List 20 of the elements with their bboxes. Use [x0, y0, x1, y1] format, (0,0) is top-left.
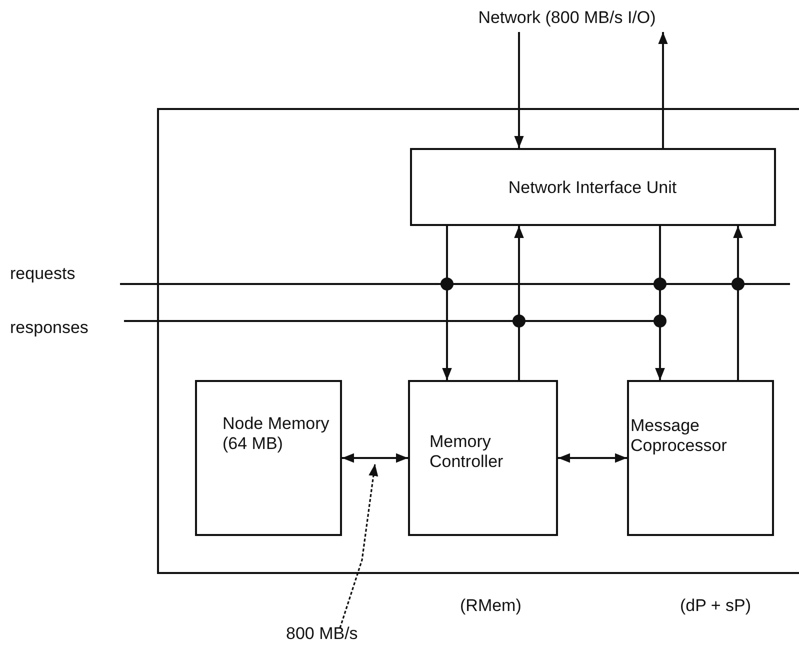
leader-line	[339, 464, 378, 628]
process-box	[410, 148, 776, 226]
box-label: Message Coprocessor	[630, 416, 728, 456]
box-label: Network Interface Unit	[507, 178, 678, 198]
arrow	[514, 32, 524, 148]
bus-label: responses	[10, 318, 122, 342]
enclosure-box	[157, 108, 799, 574]
process-box	[408, 380, 558, 536]
bus-label: requests	[10, 264, 110, 288]
box-label: Node Memory (64 MB)	[222, 414, 330, 454]
unit-caption: (dP + sP)	[680, 596, 752, 616]
unit-caption: (RMem)	[460, 596, 522, 616]
process-box	[194, 380, 342, 536]
bus-label: Network (800 MB/s I/O)	[464, 8, 670, 32]
bandwidth-label: 800 MB/s	[286, 624, 386, 648]
arrow	[342, 453, 408, 463]
arrow	[658, 32, 668, 148]
box-label: Memory Controller	[430, 432, 504, 472]
arrow	[558, 453, 627, 463]
process-box	[626, 380, 774, 536]
